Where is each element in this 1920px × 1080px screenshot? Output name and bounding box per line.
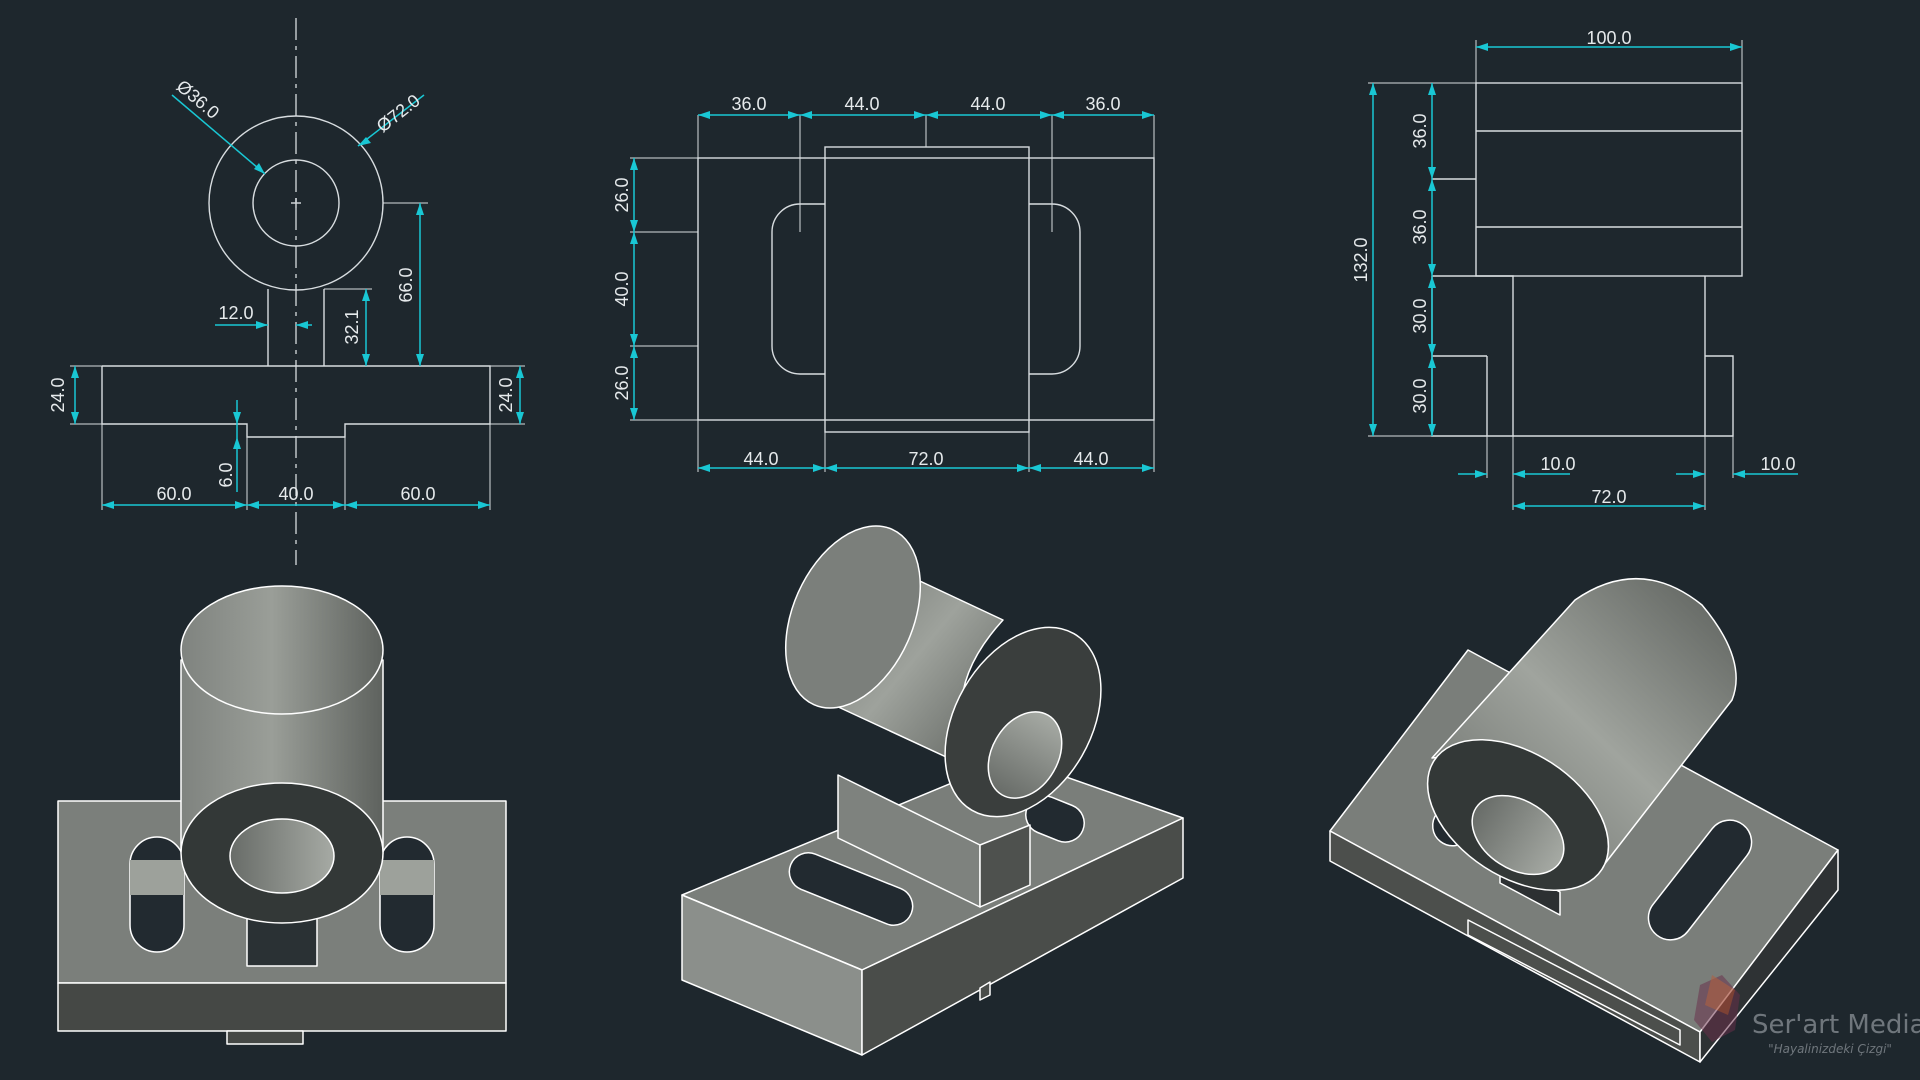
dim-side-length: 100.0 [1586,28,1631,48]
left-slot [771,203,801,375]
dim-left-flange: 60.0 [156,484,191,504]
dim-sv-4: 30.0 [1410,378,1430,413]
dim-top-4: 36.0 [1085,94,1120,114]
dim-web-width: 12.0 [218,303,253,323]
dim-sv-3: 30.0 [1410,298,1430,333]
dim-inner-diameter: Ø36.0 [173,76,223,123]
dim-side-3: 26.0 [612,365,632,400]
iso2-left-slot [788,852,914,926]
top-body-outline [824,146,1030,433]
dim-bottom-2: 72.0 [908,449,943,469]
top-view: 36.0 44.0 44.0 36.0 26.0 40.0 26.0 44.0 … [612,94,1155,472]
dim-axis-height: 66.0 [396,267,416,302]
watermark: Ser'art Media "Hayalinizdeki Çizgi" [1694,975,1920,1056]
dim-side-2: 40.0 [612,271,632,306]
dim-sv-2: 36.0 [1410,209,1430,244]
iso-view-middle [681,525,1184,1056]
top-base-outline [697,157,1155,421]
iso3-right-slot [1647,819,1753,941]
dim-bottom-3: 44.0 [1073,449,1108,469]
iso1-left-slot [129,836,185,953]
dim-top-3: 44.0 [970,94,1005,114]
dim-right-offset: 10.0 [1760,454,1795,474]
dim-right-flange: 60.0 [400,484,435,504]
dim-bottom-1: 44.0 [743,449,778,469]
inner-circle [252,159,340,247]
dim-base-thickness-right: 24.0 [496,377,516,412]
dim-left-offset: 10.0 [1540,454,1575,474]
dim-total-height: 132.0 [1351,237,1371,282]
dim-top-1: 36.0 [731,94,766,114]
dim-top-2: 44.0 [844,94,879,114]
dim-web-height: 32.1 [342,309,362,344]
dim-outer-diameter: Ø72.0 [373,90,424,136]
watermark-brand: Ser'art Media [1752,1010,1920,1040]
watermark-tagline: "Hayalinizdeki Çizgi" [1768,1042,1892,1056]
side-body-outline [1475,82,1743,277]
right-slot [1051,203,1081,375]
dim-slot-width: 40.0 [278,484,313,504]
dim-inner-width: 72.0 [1591,487,1626,507]
dim-slot-depth: 6.0 [216,462,236,487]
iso-view-right [1329,577,1839,1063]
iso-view-front [57,585,507,1045]
iso1-right-slot [379,836,435,953]
watermark-logo-icon [1694,975,1740,1042]
dim-sv-1: 36.0 [1410,113,1430,148]
front-view: 24.0 24.0 6.0 60.0 40.0 60.0 32.1 66.0 1… [48,18,525,565]
dim-side-1: 26.0 [612,177,632,212]
dim-base-thickness-left: 24.0 [48,377,68,412]
side-view: 100.0 132.0 36.0 36.0 30.0 30.0 10.0 10.… [1351,28,1798,510]
